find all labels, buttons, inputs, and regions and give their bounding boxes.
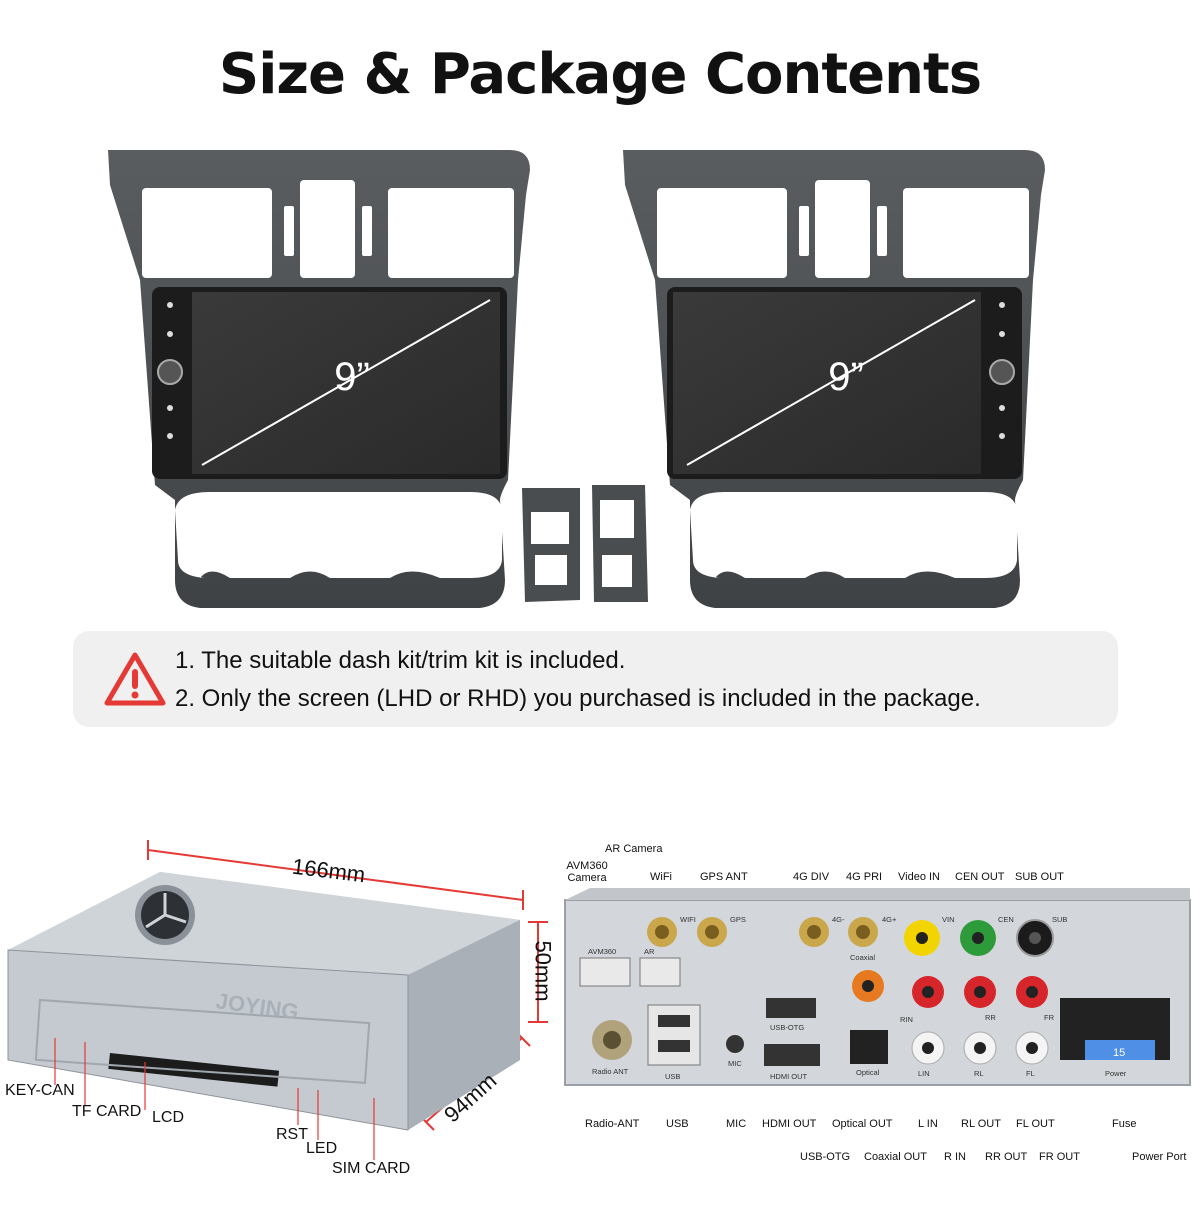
print-vin: VIN [942,915,955,924]
print-hdmi-out: HDMI OUT [770,1072,807,1081]
print-rr: RR [985,1013,996,1022]
label-l-in: L IN [918,1118,938,1130]
label-usb: USB [666,1118,689,1130]
camera-ports [579,957,681,987]
other-ports [592,998,1170,1066]
print-fr: FR [1044,1013,1055,1022]
label-sim-card: SIM CARD [332,1160,411,1177]
unit-dimensions-illustration: JOYING [7,840,548,1160]
print-wifi: WIFI [680,915,696,924]
label-fr-out: FR OUT [1039,1151,1080,1163]
label-lcd: LCD [152,1109,185,1126]
label-mic: MIC [726,1118,747,1130]
label-4g-div: 4G DIV [793,871,830,883]
unit-body [7,872,520,1131]
print-usb: USB [665,1072,680,1081]
label-usb-otg: USB-OTG [800,1151,851,1163]
dash-kit-right [623,150,1045,608]
print-rl: RL [974,1069,984,1078]
print-mic: MIC [728,1059,742,1068]
print-radio-ant: Radio ANT [592,1067,629,1076]
print-gps: GPS [730,915,746,924]
mounting-brackets [522,485,648,602]
package-notice: 1. The suitable dash kit/trim kit is inc… [73,631,1118,727]
print-ar: AR [644,947,655,956]
dimension-height: 50mm [530,940,556,1002]
label-gps-ant: GPS ANT [700,871,748,883]
label-tf-card: TF CARD [72,1103,142,1120]
label-avm360-camera: AVM360 Camera [566,860,608,884]
label-fl-out: FL OUT [1016,1118,1055,1130]
label-key-can: KEY-CAN [5,1082,75,1099]
gold-antenna-ports [647,917,878,947]
print-avm360: AVM360 [588,947,616,956]
label-fuse: Fuse [1112,1118,1137,1130]
print-rin: RIN [900,1015,913,1024]
warning-icon [104,652,166,706]
screen-size-label-right: 9” [828,355,864,399]
rear-panel-illustration [564,888,1191,1086]
label-rl-out: RL OUT [961,1118,1001,1130]
print-sub: SUB [1052,915,1067,924]
label-rst: RST [276,1126,308,1143]
label-led: LED [306,1140,338,1157]
print-lin: LIN [918,1069,930,1078]
dash-kits-illustration: 9” 9” [108,150,1045,608]
print-coaxial: Coaxial [850,953,875,962]
rear-panel-print: AVM360 AR WIFI GPS 4G- 4G+ VIN CEN SUB C… [588,915,1127,1081]
label-r-in: R IN [944,1151,966,1163]
label-power-port: Power Port [1132,1151,1187,1163]
label-hdmi-out: HDMI OUT [762,1118,817,1130]
print-power: Power [1105,1069,1127,1078]
page-title: Size & Package Contents [218,42,982,107]
label-radio-ant: Radio-ANT [585,1118,640,1130]
rca-jacks [852,919,1054,1065]
label-rr-out: RR OUT [985,1151,1028,1163]
label-optical-out: Optical OUT [832,1118,893,1130]
print-fuse-value: 15 [1113,1047,1125,1059]
label-4g-pri: 4G PRI [846,871,883,883]
print-optical: Optical [856,1068,880,1077]
label-ar-camera: AR Camera [605,843,663,855]
label-wifi: WiFi [650,871,672,883]
label-cen-out: CEN OUT [955,871,1005,883]
note-dash-kit: 1. The suitable dash kit/trim kit is inc… [175,647,626,674]
print-usb-otg: USB-OTG [770,1023,804,1032]
screen-size-label-left: 9” [334,355,370,399]
label-video-in: Video IN [898,871,940,883]
print-4g-plus: 4G+ [882,915,897,924]
front-leader-lines [54,1038,375,1160]
print-fl: FL [1026,1069,1035,1078]
note-screen: 2. Only the screen (LHD or RHD) you purc… [175,685,981,712]
label-sub-out: SUB OUT [1015,871,1064,883]
print-4g-minus: 4G- [832,915,845,924]
dash-kit-left [108,150,530,608]
print-cen: CEN [998,915,1014,924]
label-coaxial-out: Coaxial OUT [864,1151,927,1163]
